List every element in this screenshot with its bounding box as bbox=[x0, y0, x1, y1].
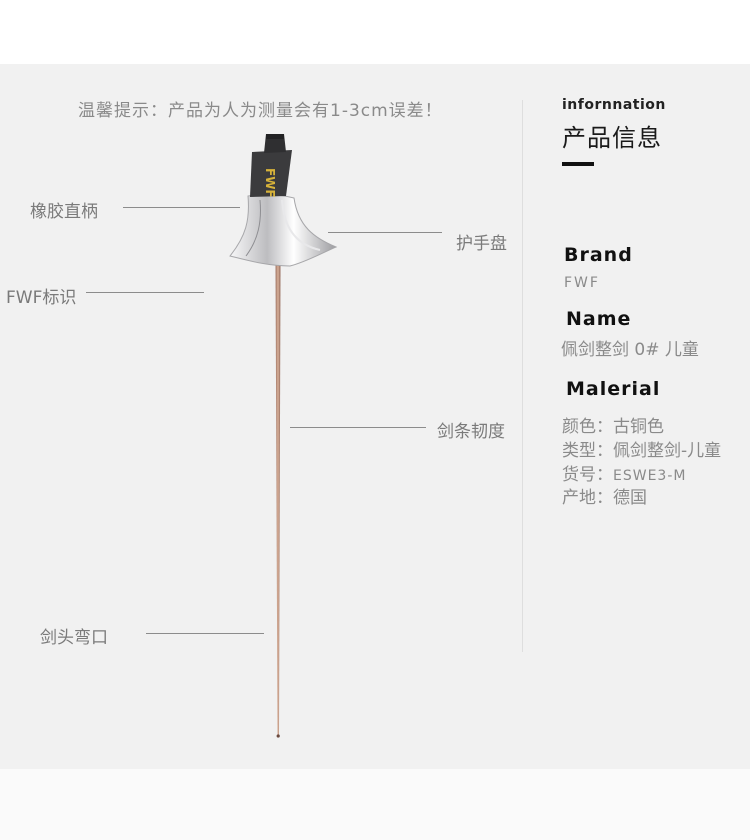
spec-origin-key: 产地： bbox=[562, 488, 613, 508]
leader-guard bbox=[328, 232, 442, 233]
leader-tip-bend bbox=[146, 633, 264, 634]
blade bbox=[275, 262, 281, 735]
name-value: 佩剑整剑 0# 儿童 bbox=[561, 340, 699, 360]
callout-guard: 护手盘 bbox=[456, 234, 507, 254]
leader-blade bbox=[290, 427, 426, 428]
material-heading: Malerial bbox=[566, 378, 661, 400]
callout-tip-bend: 剑头弯口 bbox=[40, 628, 108, 648]
footer-area bbox=[0, 769, 750, 840]
spec-type-value: 佩剑整剑-儿童 bbox=[613, 441, 722, 461]
handle-logo: FWF bbox=[263, 168, 277, 198]
spec-sku-key: 货号： bbox=[562, 465, 613, 485]
name-heading: Name bbox=[566, 308, 632, 330]
leader-grip bbox=[123, 207, 240, 208]
spec-type-key: 类型： bbox=[562, 441, 613, 461]
vertical-divider bbox=[522, 100, 523, 652]
hand-guard bbox=[229, 194, 338, 267]
spec-origin-value: 德国 bbox=[613, 488, 647, 508]
measurement-tip: 温馨提示：产品为人为测量会有1-3cm误差！ bbox=[78, 101, 443, 121]
spec-color-value: 古铜色 bbox=[613, 417, 664, 437]
callout-grip: 橡胶直柄 bbox=[30, 202, 98, 222]
info-title-bar bbox=[562, 162, 594, 166]
info-title-cn: 产品信息 bbox=[562, 124, 662, 152]
spec-sku: 货号：ESWE3-M bbox=[562, 460, 686, 485]
blade-tip bbox=[276, 734, 280, 738]
spec-color: 颜色：古铜色 bbox=[562, 412, 664, 437]
info-title-en: infornnation bbox=[562, 97, 666, 113]
leader-logo bbox=[86, 292, 204, 293]
spec-origin: 产地：德国 bbox=[562, 483, 647, 508]
callout-blade: 剑条韧度 bbox=[437, 422, 505, 442]
brand-value: FWF bbox=[564, 275, 600, 291]
callout-logo: FWF标识 bbox=[6, 288, 77, 308]
sabre-illustration: FWF bbox=[229, 134, 338, 738]
rubber-grip bbox=[250, 150, 292, 197]
spec-sku-value: ESWE3-M bbox=[613, 468, 687, 484]
product-panel bbox=[0, 64, 750, 769]
brand-heading: Brand bbox=[564, 244, 633, 266]
spec-type: 类型：佩剑整剑-儿童 bbox=[562, 436, 721, 461]
spec-color-key: 颜色： bbox=[562, 417, 613, 437]
